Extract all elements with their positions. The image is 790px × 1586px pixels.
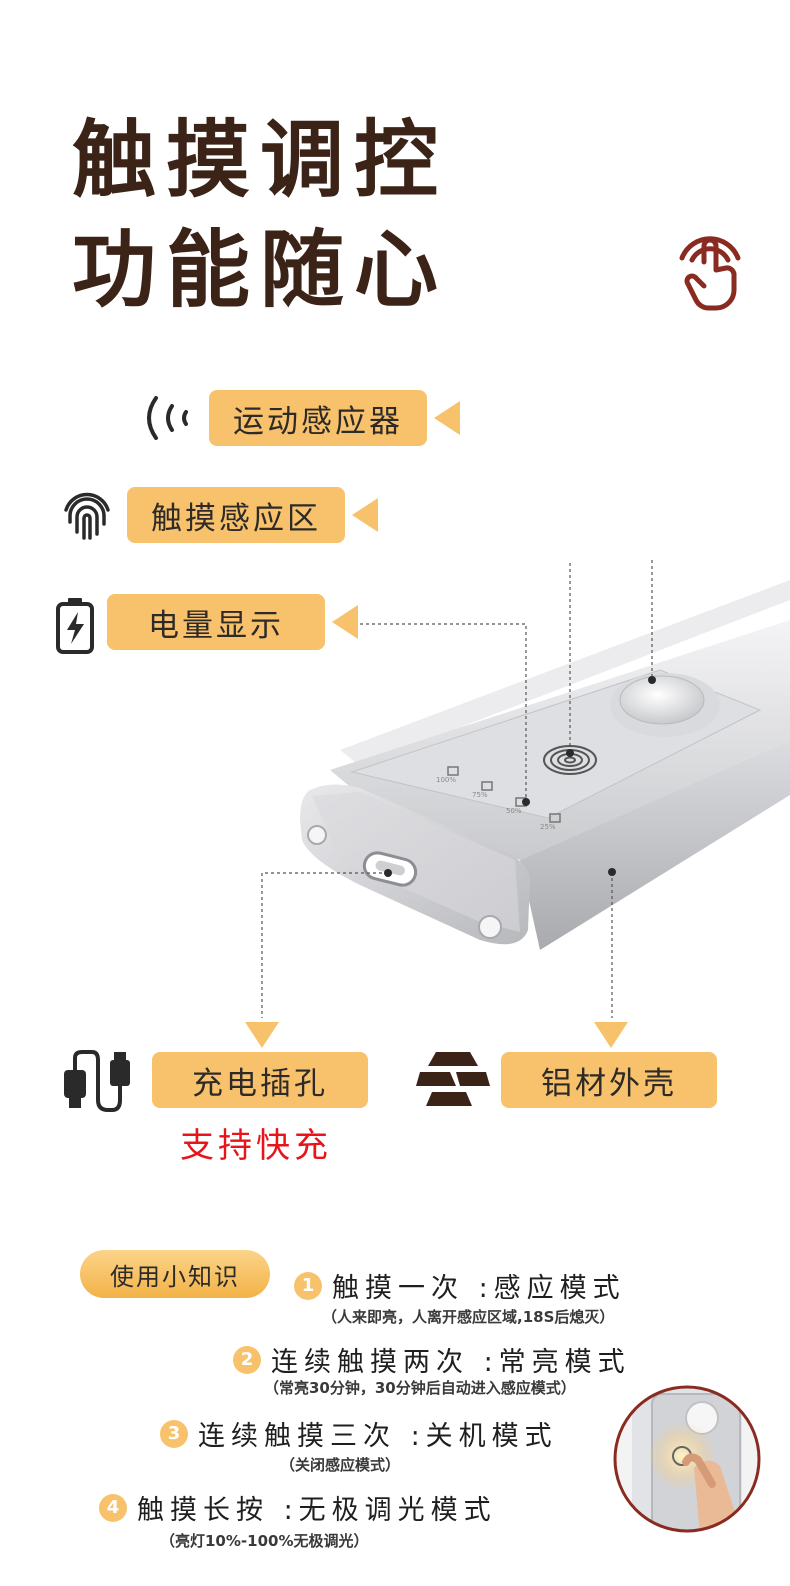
charging-port-pointer	[245, 1022, 279, 1048]
device-illustration: 100% 75% 50% 25%	[261, 560, 790, 1018]
headline-line-2: 功能随心	[72, 221, 449, 319]
fast-charge-text: 支持快充	[180, 1126, 332, 1166]
aluminum-shell-pointer	[594, 1022, 628, 1048]
tip-number: 4	[99, 1493, 127, 1522]
tip-item-4: 4 触摸长按 :无极调光模式	[99, 1488, 497, 1527]
device-level-label: 100%	[436, 776, 456, 784]
tip-number: 2	[233, 1345, 261, 1374]
tip-note: （亮灯10%-100%无极调光）	[160, 1532, 369, 1550]
headline-line-1: 触摸调控	[72, 111, 449, 209]
aluminum-shell-label: 铝材外壳	[501, 1052, 717, 1108]
tip-note: （常亮30分钟，30分钟后自动进入感应模式）	[264, 1379, 576, 1397]
touch-area-pointer	[352, 498, 378, 532]
tip-title: 连续触摸两次 :常亮模式	[271, 1347, 631, 1378]
motion-sensor-label: 运动感应器	[209, 390, 427, 446]
device-level-label: 25%	[540, 823, 556, 831]
touch-area-label: 触摸感应区	[127, 487, 345, 543]
gold-bars-icon	[416, 1052, 490, 1106]
tip-item-3: 3 连续触摸三次 :关机模式	[160, 1414, 558, 1453]
touch-hand-icon	[679, 236, 741, 311]
device-level-label: 75%	[472, 791, 488, 799]
motion-sensor-pointer	[434, 401, 460, 435]
tip-number: 3	[160, 1419, 188, 1448]
tip-title: 触摸长按 :无极调光模式	[137, 1495, 497, 1526]
tips-badge: 使用小知识	[80, 1250, 270, 1298]
battery-charge-icon	[56, 598, 94, 654]
tip-title: 连续触摸三次 :关机模式	[198, 1421, 558, 1452]
usb-cable-icon	[64, 1050, 130, 1112]
charging-port-label: 充电插孔	[152, 1052, 368, 1108]
touch-demo-inset	[613, 1385, 761, 1533]
tip-title: 触摸一次 :感应模式	[332, 1273, 626, 1304]
tip-item-2: 2 连续触摸两次 :常亮模式	[233, 1340, 631, 1379]
battery-display-pointer	[332, 605, 358, 639]
battery-display-label: 电量显示	[107, 594, 325, 650]
tip-note: （人来即亮，人离开感应区域,18S后熄灭）	[322, 1308, 615, 1326]
tip-item-1: 1 触摸一次 :感应模式	[294, 1266, 626, 1305]
fingerprint-icon	[64, 492, 110, 540]
device-level-label: 50%	[506, 807, 522, 815]
tip-number: 1	[294, 1271, 322, 1300]
signal-waves-icon	[147, 396, 188, 440]
tip-note: （关闭感应模式）	[280, 1456, 401, 1474]
